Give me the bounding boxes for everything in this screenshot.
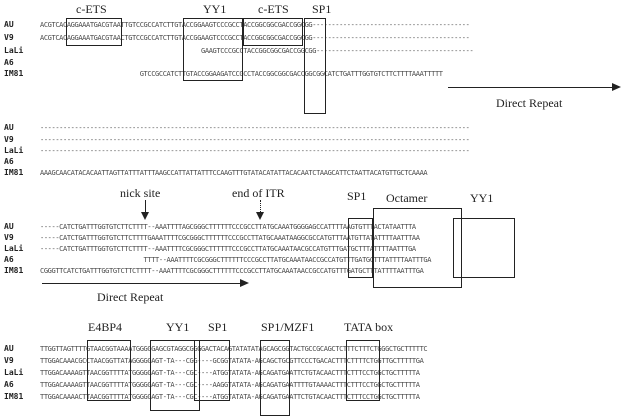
box-yy1-2 [453, 218, 515, 278]
box-sp1-mzf1 [260, 340, 290, 416]
seq-name: LaLi [4, 368, 24, 377]
seq-row: ACGTCACAGGAAATGACGTAACTGTCCGCCATCTTGTACC… [40, 34, 470, 42]
seq-name: A6 [4, 380, 14, 389]
end-of-itr-arrow-line [260, 200, 261, 214]
seq-name: A6 [4, 157, 14, 166]
seq-row: AAAGCAACATACACAATTAGTTATTTATTTAAGCCATTAT… [40, 169, 428, 177]
direct-repeat-arrowhead-top [612, 83, 621, 91]
label-tata-box: TATA box [344, 320, 394, 334]
seq-name: AU [4, 123, 14, 132]
box-sp1-3 [194, 340, 230, 401]
box-c-ets-2 [243, 18, 303, 46]
seq-name: IM81 [4, 392, 24, 401]
box-yy1-1 [183, 18, 243, 81]
label-e4bp4: E4BP4 [88, 320, 123, 334]
seq-name: A6 [4, 58, 14, 67]
box-sp1-1 [304, 18, 326, 114]
label-sp1-3: SP1 [208, 320, 228, 334]
label-nick-site: nick site [120, 186, 161, 200]
seq-name: LaLi [4, 146, 24, 155]
box-octamer [373, 208, 462, 288]
label-octamer: Octamer [386, 191, 428, 205]
label-sp1-2: SP1 [347, 189, 367, 203]
seq-row: TTGGACAAACGCCTAACGGTTATAGGGGGAGT-TA---CG… [40, 357, 424, 365]
seq-name: A6 [4, 255, 14, 264]
box-e4bp4 [87, 340, 131, 401]
seq-name: IM81 [4, 168, 24, 177]
direct-repeat-arrow-mid [42, 283, 242, 284]
seq-row: GAAGTCCCGCCTACCGGCGGCGACCGGCGG----------… [40, 47, 474, 55]
end-of-itr-arrowhead [256, 212, 264, 220]
label-sp1-1: SP1 [312, 2, 332, 16]
seq-row: -----CATCTGATTTGGTGTCTTCTTTT--AAATTTTCGC… [40, 245, 416, 253]
seq-name: LaLi [4, 46, 24, 55]
nick-site-arrow-line [145, 200, 146, 214]
seq-name: V9 [4, 135, 14, 144]
seq-row: -----CATCTGATTTGGTGTCTTCTTTTGAAATTTTCGCG… [40, 234, 420, 242]
seq-row: GTCCGCCATCTTGTACCGGAAGATCCGCCTACCGGCGGCG… [40, 70, 443, 78]
box-yy1-3 [150, 340, 200, 411]
seq-name: LaLi [4, 244, 24, 253]
seq-name: V9 [4, 356, 14, 365]
label-c-ets-2: c-ETS [258, 2, 289, 16]
direct-repeat-arrow-top [448, 87, 614, 88]
label-direct-repeat-mid: Direct Repeat [97, 290, 164, 304]
label-direct-repeat-top: Direct Repeat [496, 96, 563, 110]
label-sp1-mzf1: SP1/MZF1 [261, 320, 315, 334]
seq-name: AU [4, 20, 14, 29]
box-sp1-2 [348, 218, 373, 278]
label-yy1-1: YY1 [203, 2, 227, 16]
seq-name: AU [4, 344, 14, 353]
seq-name: V9 [4, 233, 14, 242]
seq-name: V9 [4, 33, 14, 42]
seq-row: ACGTCACAGGAAATGACGTAATTGTCCGCCATCTTGTACC… [40, 21, 470, 29]
label-c-ets-1: c-ETS [76, 2, 107, 16]
box-c-ets-1 [66, 18, 122, 46]
label-yy1-3: YY1 [166, 320, 190, 334]
seq-name: IM81 [4, 69, 24, 78]
label-end-of-itr: end of ITR [232, 186, 285, 200]
seq-name: IM81 [4, 266, 24, 275]
nick-site-arrowhead [141, 212, 149, 220]
seq-row: CGGGTTCATCTGATTTGGTGTCTTCTTTT--AAATTTTCG… [40, 267, 424, 275]
seq-row: ----------------------------------------… [40, 124, 470, 132]
box-tata-box [346, 340, 380, 401]
seq-row: TTTT--AAATTTTCGCGGGCTTTTTTCCCGCCTTATGCAA… [40, 256, 432, 264]
seq-row: ----------------------------------------… [40, 136, 470, 144]
seq-row: -----CATCTGATTTGGTGTCTTCTTTT--AAATTTTAGC… [40, 223, 416, 231]
seq-row: TTGGTTAGTTTTGTAACGGTAAAATGGGGGAGCGTAGGCG… [40, 345, 428, 353]
label-yy1-2: YY1 [470, 191, 494, 205]
seq-name: AU [4, 222, 14, 231]
direct-repeat-arrowhead-mid [240, 279, 249, 287]
seq-row: ----------------------------------------… [40, 147, 470, 155]
